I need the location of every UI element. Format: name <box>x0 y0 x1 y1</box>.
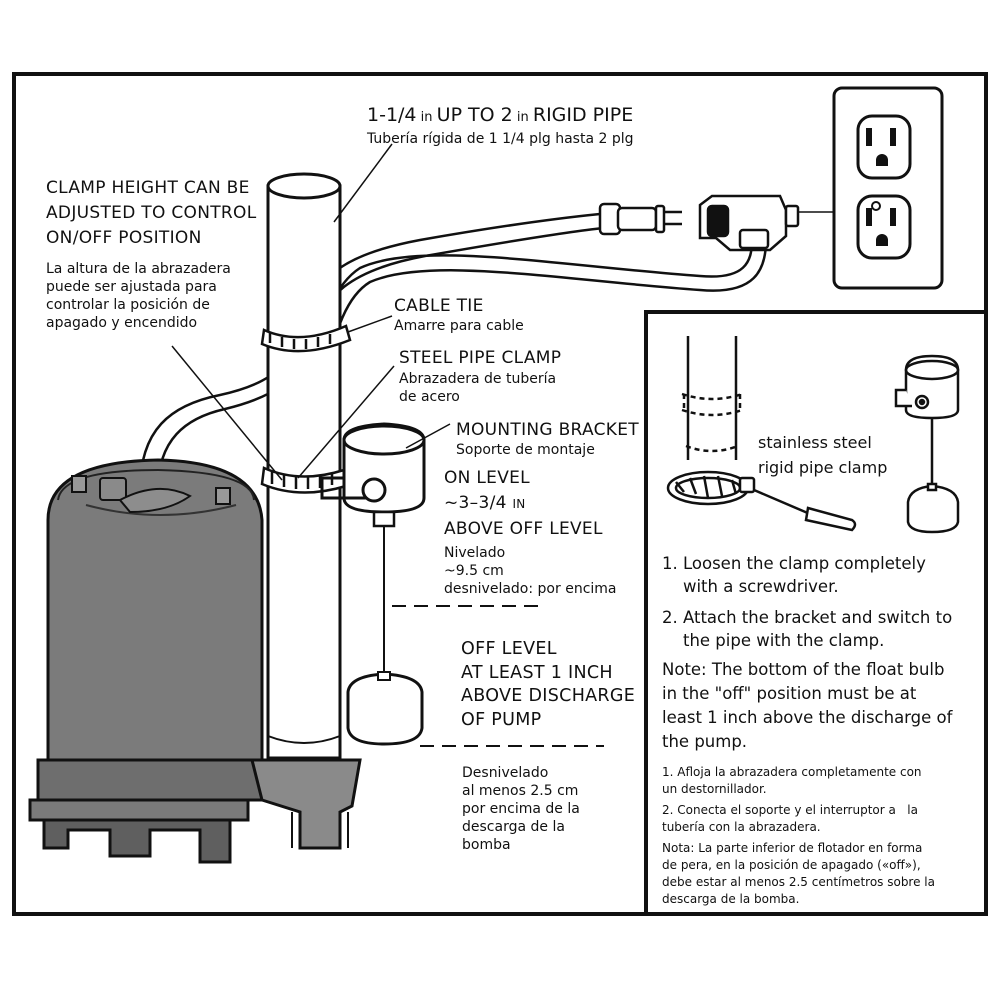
off-level-line-4: OF PUMP <box>461 709 542 730</box>
sump-pump <box>28 458 362 864</box>
on-level-line-2: ~3–3/4 IN <box>444 491 603 517</box>
steel-pipe-clamp-label-es: Abrazadera de tubería de acero <box>399 370 556 406</box>
off-level-es-line-3: por encima de la <box>462 801 580 817</box>
inset-step-2-en-line-2: the pipe with the clamp. <box>662 631 885 650</box>
piggyback-plug <box>698 194 834 252</box>
inset-note-es-line-3: debe estar al menos 2.5 centímetros sobr… <box>662 875 935 889</box>
pipe-type: RIGID PIPE <box>532 104 634 126</box>
inset-clamp-label-line-2: rigid pipe clamp <box>758 458 888 477</box>
clamp-height-label: CLAMP HEIGHT CAN BE ADJUSTED TO CONTROL … <box>46 176 256 251</box>
off-level-es-line-2: al menos 2.5 cm <box>462 783 579 799</box>
inset-note-es-line-2: de pera, en la posición de apagado («off… <box>662 858 921 872</box>
inset-note-en-line-3: least 1 inch above the discharge of <box>662 708 953 727</box>
inset-note-en-line-2: in the "off" position must be at <box>662 684 917 703</box>
pipe-size-title: 1-1/4 in UP TO 2 in RIGID PIPE <box>367 104 633 126</box>
inset-step-2-en: 2. Attach the bracket and switch to the … <box>662 606 952 652</box>
inset-note-en-line-1: Note: The bottom of the float bulb <box>662 660 945 679</box>
rigid-pipe <box>266 172 342 760</box>
inset-note-es: Nota: La parte inferior de flotador en f… <box>662 840 935 908</box>
clamp-height-es-line-1: La altura de la abrazadera <box>46 261 231 277</box>
off-level-es-line-5: bomba <box>462 837 511 853</box>
clamp-height-line-2: ADJUSTED TO CONTROL <box>46 203 257 223</box>
clamp-height-line-1: CLAMP HEIGHT CAN BE <box>46 178 250 198</box>
inset-step-2-es-line-1: 2. Conecta el soporte y el interruptor a… <box>662 803 918 817</box>
inset-step-1-en-line-1: 1. Loosen the clamp completely <box>662 554 926 573</box>
mounting-bracket-label-es: Soporte de montaje <box>456 442 595 458</box>
on-level-label-es: Nivelado ~9.5 cm desnivelado: por encima <box>444 544 617 598</box>
off-level-es-line-1: Desnivelado <box>462 765 549 781</box>
inset-step-1-en: 1. Loosen the clamp completely with a sc… <box>662 552 926 598</box>
steel-pipe-clamp-label: STEEL PIPE CLAMP <box>399 348 562 368</box>
steel-pipe-clamp-es-line-2: de acero <box>399 389 460 405</box>
inset-pipe-drawing <box>681 336 743 460</box>
inset-step-2-en-line-1: 2. Attach the bracket and switch to <box>662 608 953 627</box>
off-level-es-line-4: descarga de la <box>462 819 565 835</box>
inset-step-2-es-line-2: tubería con la abrazadera. <box>662 820 821 834</box>
mounting-bracket-label: MOUNTING BRACKET <box>456 420 639 440</box>
inset-note-es-line-4: descarga de la bomba. <box>662 892 800 906</box>
off-level-line-1: OFF LEVEL <box>461 639 557 659</box>
clamp-height-label-es: La altura de la abrazadera puede ser aju… <box>46 260 231 332</box>
inset-step-1-es-line-2: un destornillador. <box>662 782 767 796</box>
pipe-size-min: 1-1/4 <box>367 104 417 126</box>
pipe-unit-in-1: in <box>416 110 437 125</box>
clamp-height-line-3: ON/OFF POSITION <box>46 228 202 248</box>
float-switch <box>320 422 426 746</box>
inset-step-2-es: 2. Conecta el soporte y el interruptor a… <box>662 802 918 836</box>
clamp-height-es-line-4: apagado y encendido <box>46 315 198 331</box>
pipe-unit-in-2: in <box>512 110 533 125</box>
off-level-label: OFF LEVEL AT LEAST 1 INCH ABOVE DISCHARG… <box>461 638 635 732</box>
cable-tie-label-es: Amarre para cable <box>394 318 524 334</box>
off-level-line-3: ABOVE DISCHARGE <box>461 686 636 706</box>
cable-tie <box>260 324 352 353</box>
off-level-line-2: AT LEAST 1 INCH <box>461 662 613 683</box>
on-level-line-1: ON LEVEL <box>444 468 530 488</box>
inset-step-1-en-line-2: with a screwdriver. <box>662 577 839 596</box>
on-level-distance: ~3–3/4 <box>444 493 507 513</box>
clamp-height-es-line-3: controlar la posición de <box>46 297 210 313</box>
inset-clamp-label-line-1: stainless steel <box>758 433 872 452</box>
inset-screwdriver <box>753 488 857 532</box>
inset-step-1-es-line-1: 1. Afloja la abrazadera completamente co… <box>662 765 922 779</box>
inset-bracket-float <box>894 354 960 534</box>
leader-lines <box>171 143 451 481</box>
on-level-line-3: ABOVE OFF LEVEL <box>444 519 603 539</box>
on-level-label: ON LEVEL ~3–3/4 IN ABOVE OFF LEVEL <box>444 466 603 542</box>
pipe-size-subtitle-es: Tubería rígida de 1 1/4 plg hasta 2 plg <box>367 131 634 147</box>
inset-step-1-es: 1. Afloja la abrazadera completamente co… <box>662 764 922 798</box>
inset-clamp-ring <box>666 470 756 506</box>
inset-clamp-label: stainless steel rigid pipe clamp <box>758 430 887 480</box>
on-level-unit: IN <box>512 497 526 511</box>
off-level-label-es: Desnivelado al menos 2.5 cm por encima d… <box>462 764 580 854</box>
steel-pipe-clamp-es-line-1: Abrazadera de tubería <box>399 371 557 387</box>
cable-tie-label: CABLE TIE <box>394 296 484 316</box>
on-level-es-line-1: Nivelado <box>444 545 506 561</box>
on-level-es-line-2: ~9.5 cm <box>444 563 504 579</box>
clamp-height-es-line-2: puede ser ajustada para <box>46 279 217 295</box>
inset-note-es-line-1: Nota: La parte inferior de flotador en f… <box>662 841 923 855</box>
inset-note-en-line-4: the pump. <box>662 732 748 751</box>
on-level-es-line-3: desnivelado: por encima <box>444 581 617 597</box>
pipe-size-max: UP TO 2 <box>436 104 513 126</box>
wall-outlet <box>832 86 944 290</box>
plug-male <box>598 202 682 236</box>
inset-note-en: Note: The bottom of the float bulb in th… <box>662 658 952 754</box>
